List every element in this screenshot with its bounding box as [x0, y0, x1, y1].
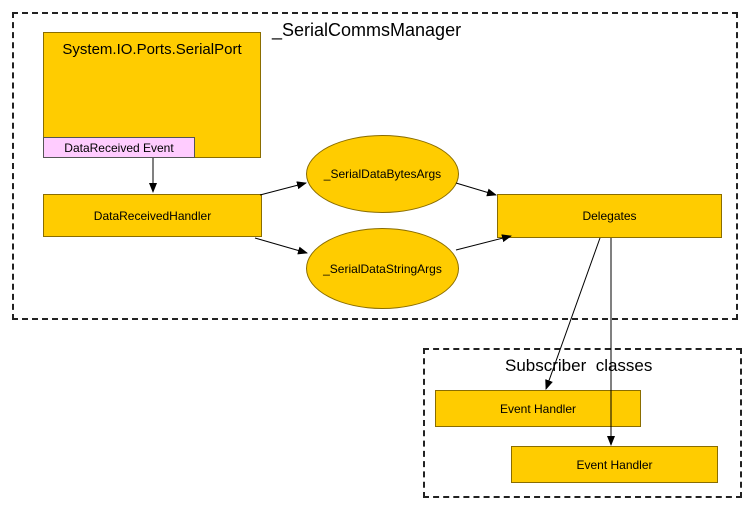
data-received-handler-box: DataReceivedHandler	[43, 194, 262, 237]
string-args-to-delegates-arrow	[455, 234, 512, 251]
serial-data-string-args-ellipse: _SerialDataStringArgs	[306, 228, 459, 309]
delegates-label: Delegates	[582, 209, 637, 223]
delegates-box: Delegates	[497, 194, 722, 238]
serial-comms-manager-title: _SerialCommsManager	[272, 20, 462, 40]
handler-to-string-args-arrow	[254, 237, 308, 255]
event-handler-label: Event Handler	[499, 401, 577, 416]
serial-port-label: System.IO.Ports.SerialPort	[62, 41, 242, 58]
bytes-args-to-delegates-arrow	[455, 182, 497, 197]
data-received-event-tag: DataReceived Event	[43, 137, 195, 158]
handler-to-bytes-args-arrow	[259, 181, 307, 196]
serial-data-bytes-args-ellipse: _SerialDataBytesArgs	[306, 135, 459, 213]
event-handler-box: Event Handler	[511, 446, 718, 483]
data-received-handler-label: DataReceivedHandler	[93, 208, 212, 223]
serial-data-string-args-label: _SerialDataStringArgs	[323, 261, 442, 276]
subscriber-classes-container	[423, 348, 742, 498]
data-received-event-label: DataReceived Event	[64, 140, 174, 155]
event-handler-box: Event Handler	[435, 390, 641, 427]
serial-data-bytes-args-label: _SerialDataBytesArgs	[323, 167, 442, 181]
serial-comms-manager-container	[12, 12, 738, 320]
event-handler-label: Event Handler	[576, 457, 653, 472]
subscriber-classes-title: Subscriber classes	[505, 356, 653, 375]
delegates-to-event-handler-1-arrow	[545, 237, 601, 390]
